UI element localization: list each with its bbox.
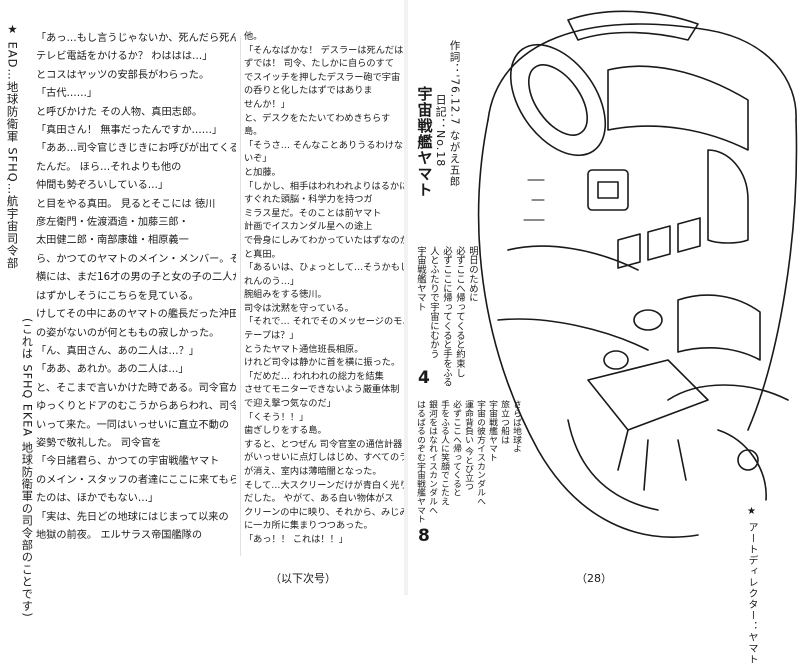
ship-hull-outline (477, 119, 699, 538)
story-column-2: 他。 「そんなばかな！ デスラーは死んだは ずでは！ 司令、たしかに自らのすて … (244, 31, 404, 545)
bow-cap (567, 10, 699, 41)
song-title: 宇宙戦艦ヤマト (415, 86, 434, 198)
page-number: （28） (576, 572, 612, 585)
bridge-tower (707, 149, 749, 244)
yamato-ship-illustration (477, 10, 798, 538)
landing-struts (617, 429, 687, 491)
ship-bow-outline (487, 23, 797, 121)
verse-number-4: 4 (418, 368, 430, 388)
next-issue-label: （以下次号） (270, 572, 336, 585)
left-page: ★ EAD…地球防衛軍 SFHQ…航宇宙司令部 (これは SFHQ EKEA 地… (0, 0, 404, 618)
art-credit: ★ アートディレクター：ヤマト (746, 506, 757, 665)
editor-note-vertical: ★ EAD…地球防衛軍 SFHQ…航宇宙司令部 (5, 22, 20, 270)
hull-detail-lines (523, 179, 545, 221)
hull-stripe-2 (497, 318, 649, 351)
aft-turret-base (587, 359, 709, 431)
forward-turret (587, 169, 629, 211)
stern-fin (717, 429, 767, 501)
page-gutter (404, 0, 408, 595)
engine-nozzle (737, 449, 759, 471)
dome-1 (633, 309, 663, 331)
lyrics-block: 明日のために 必ずここへ帰ってくると約束し 必ずここに帰ってくると手をふる 人と… (415, 246, 478, 387)
chapter-label: 日記：No.18 (434, 94, 448, 168)
right-page: 宇宙戦艦ヤマト 日記：No.18 作詞：'76.12.7 ながえ五郎 明日のため… (408, 0, 800, 665)
author-credit: 作詞：'76.12.7 ながえ五郎 (448, 40, 461, 188)
forward-deck (607, 65, 749, 151)
dome-2 (603, 350, 629, 370)
bow-wave-gun (509, 43, 607, 157)
column-divider (240, 36, 241, 556)
verse-number-8: 8 (418, 526, 430, 546)
deck-plates (617, 217, 701, 269)
lyrics-block-2: さらば地球よ 旅立つ船は 宇宙戦艦ヤマト 宇宙の彼方イスカンダルへ 運命背負い … (415, 400, 521, 524)
aft-arm (667, 384, 789, 401)
keel-line (567, 419, 659, 511)
ship-deck-outline (747, 119, 798, 431)
story-column-1: 「あっ…もし言うじゃないか、死んだら死んでこ テレビ電話をかけるか？ わははは…… (36, 33, 236, 541)
mid-superstructure (677, 294, 761, 361)
side-note-vertical: (これは SFHQ EKEA 地球防衛軍の司令部のことです) (20, 318, 34, 618)
hull-stripe (507, 245, 639, 271)
